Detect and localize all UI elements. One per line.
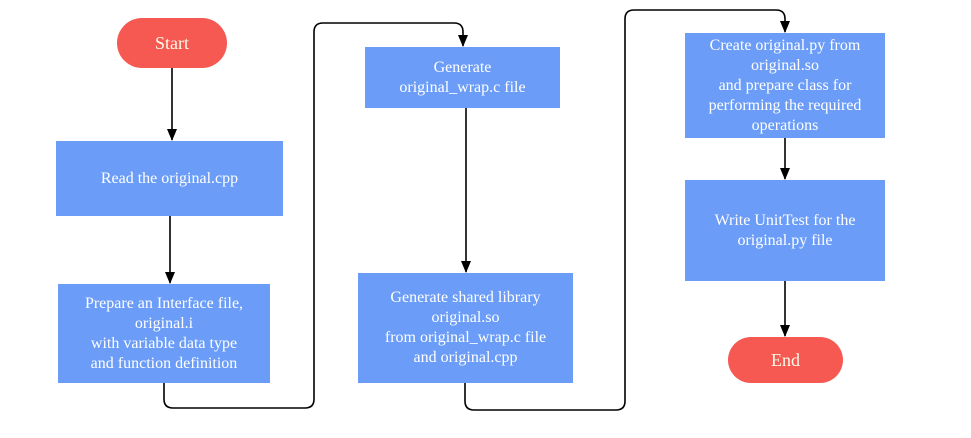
node-prepare-interface-file-label: Prepare an Interface file, original.i wi…: [84, 294, 244, 372]
node-generate-wrap-file-label: Generate original_wrap.c file: [399, 58, 526, 96]
node-generate-wrap-file: Generate original_wrap.c file: [365, 47, 560, 108]
node-prepare-interface-file: Prepare an Interface file, original.i wi…: [58, 284, 270, 383]
node-read-original-cpp-label: Read the original.cpp: [100, 169, 239, 187]
node-read-original-cpp: Read the original.cpp: [56, 141, 283, 216]
node-create-original-py: Create original.py from original.so and …: [685, 33, 885, 138]
node-end-label: End: [771, 350, 800, 370]
node-start: Start: [117, 18, 227, 68]
node-generate-shared-library-label: Generate shared library original.so from…: [384, 289, 547, 366]
node-create-original-py-label: Create original.py from original.so and …: [708, 36, 862, 134]
node-generate-shared-library: Generate shared library original.so from…: [358, 273, 573, 383]
node-write-unittest: Write UnitTest for the original.py file: [685, 180, 885, 281]
node-start-label: Start: [155, 33, 189, 53]
node-end: End: [728, 337, 843, 383]
node-write-unittest-label: Write UnitTest for the original.py file: [714, 211, 856, 249]
